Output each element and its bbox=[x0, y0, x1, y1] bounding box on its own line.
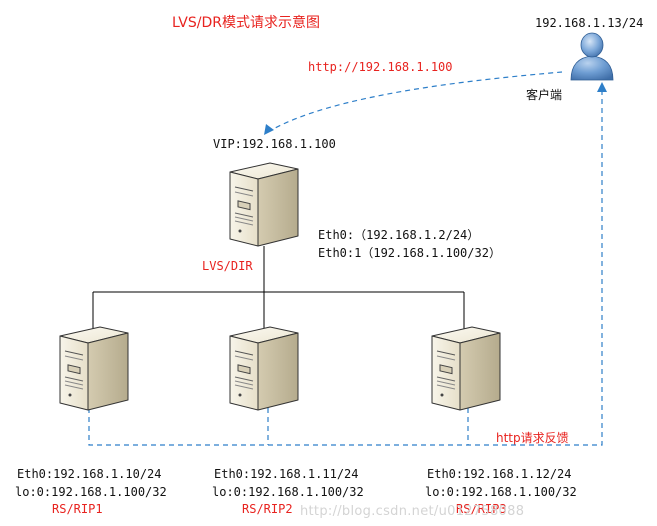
watermark-text: http://blog.csdn.net/u012758088 bbox=[300, 504, 525, 519]
rs3-server-icon bbox=[431, 326, 501, 411]
rs1-server-icon bbox=[59, 326, 129, 411]
rs3-name-label: RS/RIP3 bbox=[456, 502, 507, 516]
director-eth0-1-label: Eth0:1（192.168.1.100/32） bbox=[318, 246, 501, 260]
rs2-eth0-label: Eth0:192.168.1.11/24 bbox=[214, 467, 359, 481]
response-label: http请求反馈 bbox=[496, 431, 569, 445]
request-path bbox=[267, 71, 563, 133]
request-url-label: http://192.168.1.100 bbox=[308, 60, 453, 74]
rs1-name-label: RS/RIP1 bbox=[52, 502, 103, 516]
director-eth0-label: Eth0:（192.168.1.2/24） bbox=[318, 228, 480, 242]
response-arrowhead bbox=[597, 82, 607, 92]
rs2-name-label: RS/RIP2 bbox=[242, 502, 293, 516]
dashed-paths bbox=[88, 71, 603, 446]
diagram-title: LVS/DR模式请求示意图 bbox=[172, 15, 320, 31]
rs2-lo-label: lo:0:192.168.1.100/32 bbox=[212, 485, 364, 499]
director-name-label: LVS/DIR bbox=[202, 259, 253, 273]
rs2-server-icon bbox=[229, 326, 299, 411]
rs1-lo-label: lo:0:192.168.1.100/32 bbox=[15, 485, 167, 499]
client-user-icon bbox=[570, 32, 614, 81]
director-vip-label: VIP:192.168.1.100 bbox=[213, 137, 336, 151]
rs3-eth0-label: Eth0:192.168.1.12/24 bbox=[427, 467, 572, 481]
rs3-lo-label: lo:0:192.168.1.100/32 bbox=[425, 485, 577, 499]
request-arrowhead bbox=[264, 124, 274, 135]
client-ip-label: 192.168.1.13/24 bbox=[535, 16, 644, 30]
response-path bbox=[88, 88, 603, 446]
rs1-eth0-label: Eth0:192.168.1.10/24 bbox=[17, 467, 162, 481]
director-server-icon bbox=[229, 162, 299, 247]
network-lines bbox=[92, 246, 465, 330]
client-label: 客户端 bbox=[526, 88, 563, 102]
